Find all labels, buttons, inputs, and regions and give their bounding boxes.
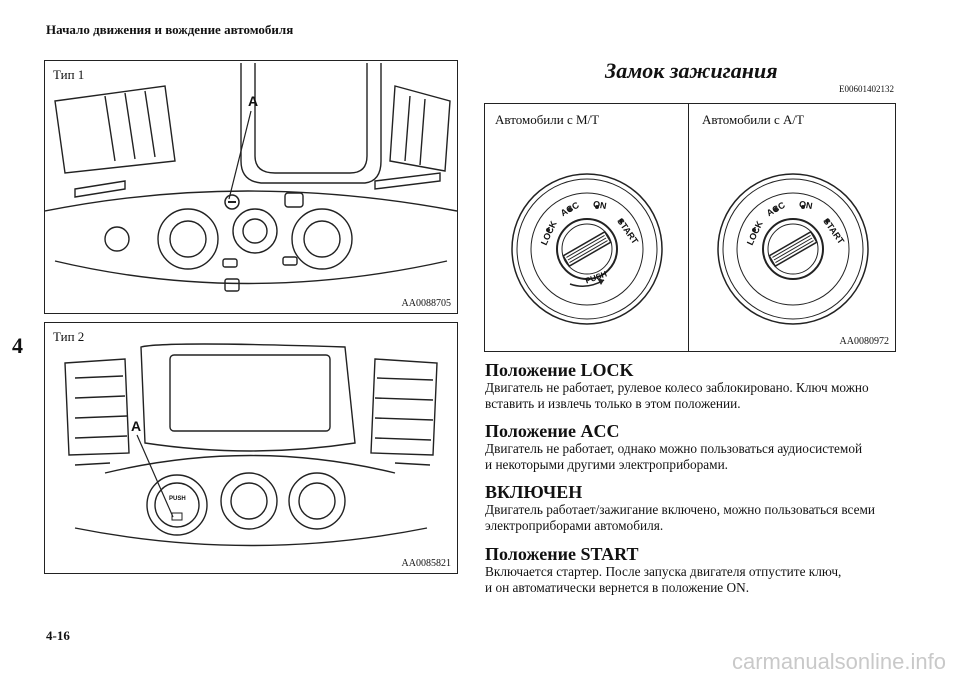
section-on-line2: электроприборами автомобиля. bbox=[485, 518, 664, 533]
section-acc-line2: и некоторыми другими электроприборами. bbox=[485, 457, 729, 472]
section-acc-heading: Положение ACC bbox=[485, 421, 620, 441]
figure-ignition: Автомобили с M/T Автомобили с A/T LOCK A… bbox=[484, 103, 896, 352]
section-lock-line1: Двигатель не работает, рулевое колесо за… bbox=[485, 380, 869, 395]
callout-a-type1: A bbox=[248, 93, 259, 109]
figure-ignition-code: AA0080972 bbox=[839, 336, 889, 347]
section-on: ВКЛЮЧЕН Двигатель работает/зажигание вкл… bbox=[485, 482, 905, 534]
at-pos-on: ON bbox=[798, 198, 814, 212]
ignition-cylinder-at bbox=[717, 173, 869, 325]
dashboard-type2-illustration bbox=[64, 343, 438, 547]
section-code: E00601402132 bbox=[839, 84, 894, 94]
figure-type2-code: AA0085821 bbox=[401, 558, 451, 569]
section-lock-line2: вставить и извлечь только в этом положен… bbox=[485, 396, 741, 411]
section-acc-line1: Двигатель не работает, однако можно поль… bbox=[485, 441, 863, 456]
figure-type2-label: Тип 2 bbox=[53, 329, 85, 344]
figure-type2: Тип 2 A PUSH AA0085821 bbox=[44, 322, 458, 574]
section-start-line1: Включается стартер. После запуска двигат… bbox=[485, 564, 842, 579]
section-acc: Положение ACC Двигатель не работает, одн… bbox=[485, 421, 905, 473]
section-start: Положение START Включается стартер. Посл… bbox=[485, 544, 905, 596]
section-on-line1: Двигатель работает/зажигание включено, м… bbox=[485, 502, 876, 517]
section-title: Замок зажигания bbox=[605, 58, 778, 83]
chapter-tab: 4 bbox=[12, 333, 23, 358]
figure-type1: Тип 1 A AA0088705 bbox=[44, 60, 458, 314]
push-button-label: PUSH bbox=[169, 496, 186, 502]
figure-type1-label: Тип 1 bbox=[53, 67, 85, 82]
section-start-heading: Положение START bbox=[485, 544, 639, 564]
label-mt: Автомобили с M/T bbox=[495, 112, 600, 127]
section-lock: Положение LOCK Двигатель не работает, ру… bbox=[485, 360, 905, 412]
ignition-cylinder-mt bbox=[511, 173, 663, 325]
label-at: Автомобили с A/T bbox=[702, 112, 804, 127]
ignition-divider bbox=[688, 104, 689, 351]
page-number: 4-16 bbox=[46, 628, 70, 643]
dashboard-type1-illustration bbox=[45, 63, 457, 292]
figure-type1-code: AA0088705 bbox=[401, 298, 451, 309]
section-lock-heading: Положение LOCK bbox=[485, 360, 634, 380]
section-on-heading: ВКЛЮЧЕН bbox=[485, 482, 583, 502]
callout-a-type2: A bbox=[131, 418, 142, 434]
running-header: Начало движения и вождение автомобиля bbox=[46, 22, 294, 37]
watermark[interactable]: carmanualsonline.info bbox=[731, 649, 946, 674]
section-start-line2: и он автоматически вернется в положение … bbox=[485, 580, 750, 595]
